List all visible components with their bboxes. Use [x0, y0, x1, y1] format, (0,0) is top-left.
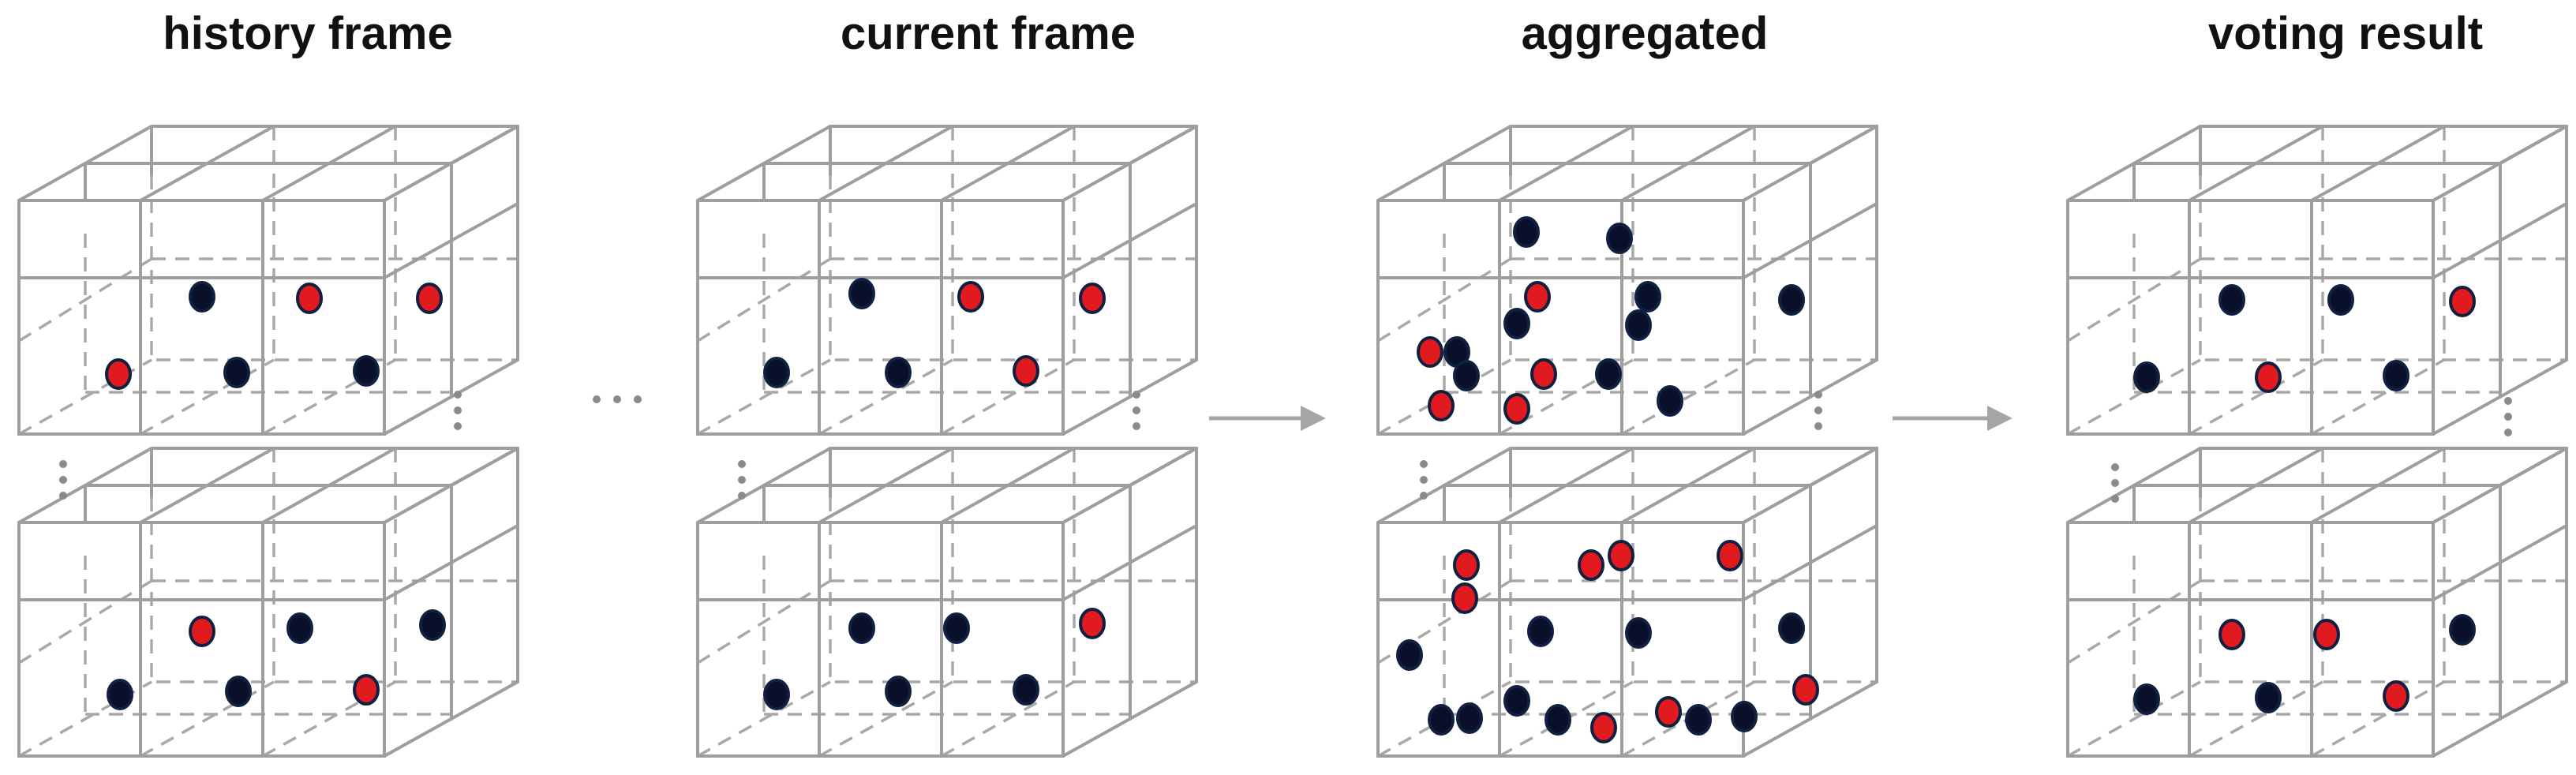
point-dark	[885, 676, 912, 707]
point-red	[1717, 540, 1743, 571]
vertical-ellipsis	[59, 460, 67, 500]
point-dark	[763, 679, 790, 710]
point-dark	[1625, 309, 1652, 341]
point-dark	[2255, 682, 2282, 713]
point-red	[1079, 283, 1106, 314]
point-dark	[225, 676, 252, 707]
point-dark	[1527, 616, 1554, 647]
point-dark	[1606, 223, 1633, 254]
point-red	[1590, 712, 1617, 743]
point-red	[2383, 680, 2409, 712]
point-red	[2218, 619, 2245, 650]
point-red	[2449, 286, 2476, 317]
point-red	[416, 283, 443, 314]
point-dark	[1428, 704, 1455, 736]
point-red	[1503, 393, 1530, 425]
vertical-ellipsis	[1133, 391, 1140, 430]
point-dark	[2449, 614, 2476, 646]
vertical-ellipsis	[1814, 391, 1822, 430]
point-red	[189, 616, 215, 647]
point-red	[957, 281, 984, 313]
point-red	[1013, 355, 1039, 387]
point-dark	[1625, 617, 1652, 649]
point-dark	[943, 612, 970, 644]
point-red	[1428, 390, 1455, 421]
point-dark	[286, 612, 313, 644]
point-dark	[1503, 685, 1530, 717]
current-upper-voxel	[696, 125, 1198, 436]
panel-title-current: current frame	[841, 8, 1136, 59]
point-dark	[1453, 360, 1480, 391]
point-dark	[1456, 702, 1483, 734]
point-red	[296, 283, 323, 314]
point-dark	[1731, 701, 1758, 732]
panel-title-aggregated: aggregated	[1522, 8, 1769, 59]
point-red	[2313, 619, 2340, 650]
history-lower-voxel	[17, 447, 519, 758]
point-dark	[848, 612, 875, 644]
point-red	[1524, 281, 1551, 313]
point-dark	[2133, 683, 2160, 715]
aggregated-upper-voxel	[1376, 125, 1878, 436]
point-dark	[419, 609, 446, 641]
point-dark	[1657, 385, 1683, 417]
point-dark	[107, 679, 133, 710]
point-red	[1079, 608, 1106, 639]
point-dark	[1013, 674, 1039, 706]
current-lower-voxel	[696, 447, 1198, 758]
point-dark	[353, 355, 380, 387]
point-dark	[1396, 639, 1423, 671]
point-red	[1530, 358, 1557, 390]
point-red	[1792, 674, 1819, 706]
point-red	[1453, 549, 1480, 581]
point-dark	[223, 357, 250, 388]
horizontal-ellipsis	[593, 395, 642, 403]
vertical-ellipsis	[2504, 397, 2512, 436]
point-red	[1451, 582, 1478, 614]
point-red	[353, 674, 380, 706]
arrow-to-voting-result	[1893, 406, 2012, 431]
point-dark	[1595, 358, 1622, 390]
panel-title-history: history frame	[163, 8, 452, 59]
point-dark	[1513, 216, 1540, 248]
point-red	[105, 358, 132, 390]
point-dark	[1544, 704, 1571, 736]
point-dark	[763, 357, 790, 388]
point-dark	[1778, 612, 1805, 644]
point-dark	[848, 278, 875, 309]
point-dark	[2218, 284, 2245, 316]
vertical-ellipsis	[2111, 463, 2119, 503]
point-red	[1608, 540, 1634, 571]
point-dark	[1503, 308, 1530, 339]
panel-title-voting: voting result	[2208, 8, 2483, 59]
point-dark	[1778, 284, 1805, 316]
vertical-ellipsis	[454, 391, 462, 430]
point-dark	[2327, 284, 2354, 316]
history-upper-voxel	[17, 125, 519, 436]
point-dark	[1634, 281, 1661, 313]
points-layer	[105, 216, 2476, 743]
vertical-ellipsis	[738, 460, 746, 500]
point-red	[1655, 696, 1682, 728]
point-dark	[1685, 704, 1712, 736]
point-dark	[189, 281, 215, 313]
point-red	[2255, 361, 2282, 393]
vertical-ellipsis	[1420, 460, 1428, 500]
point-dark	[2133, 361, 2160, 393]
point-dark	[2383, 360, 2409, 391]
point-dark	[885, 357, 912, 388]
point-red	[1417, 336, 1443, 368]
vertical-ellipsis-group	[59, 391, 2512, 503]
arrow-to-aggregated	[1209, 406, 1326, 431]
point-red	[1578, 549, 1604, 581]
